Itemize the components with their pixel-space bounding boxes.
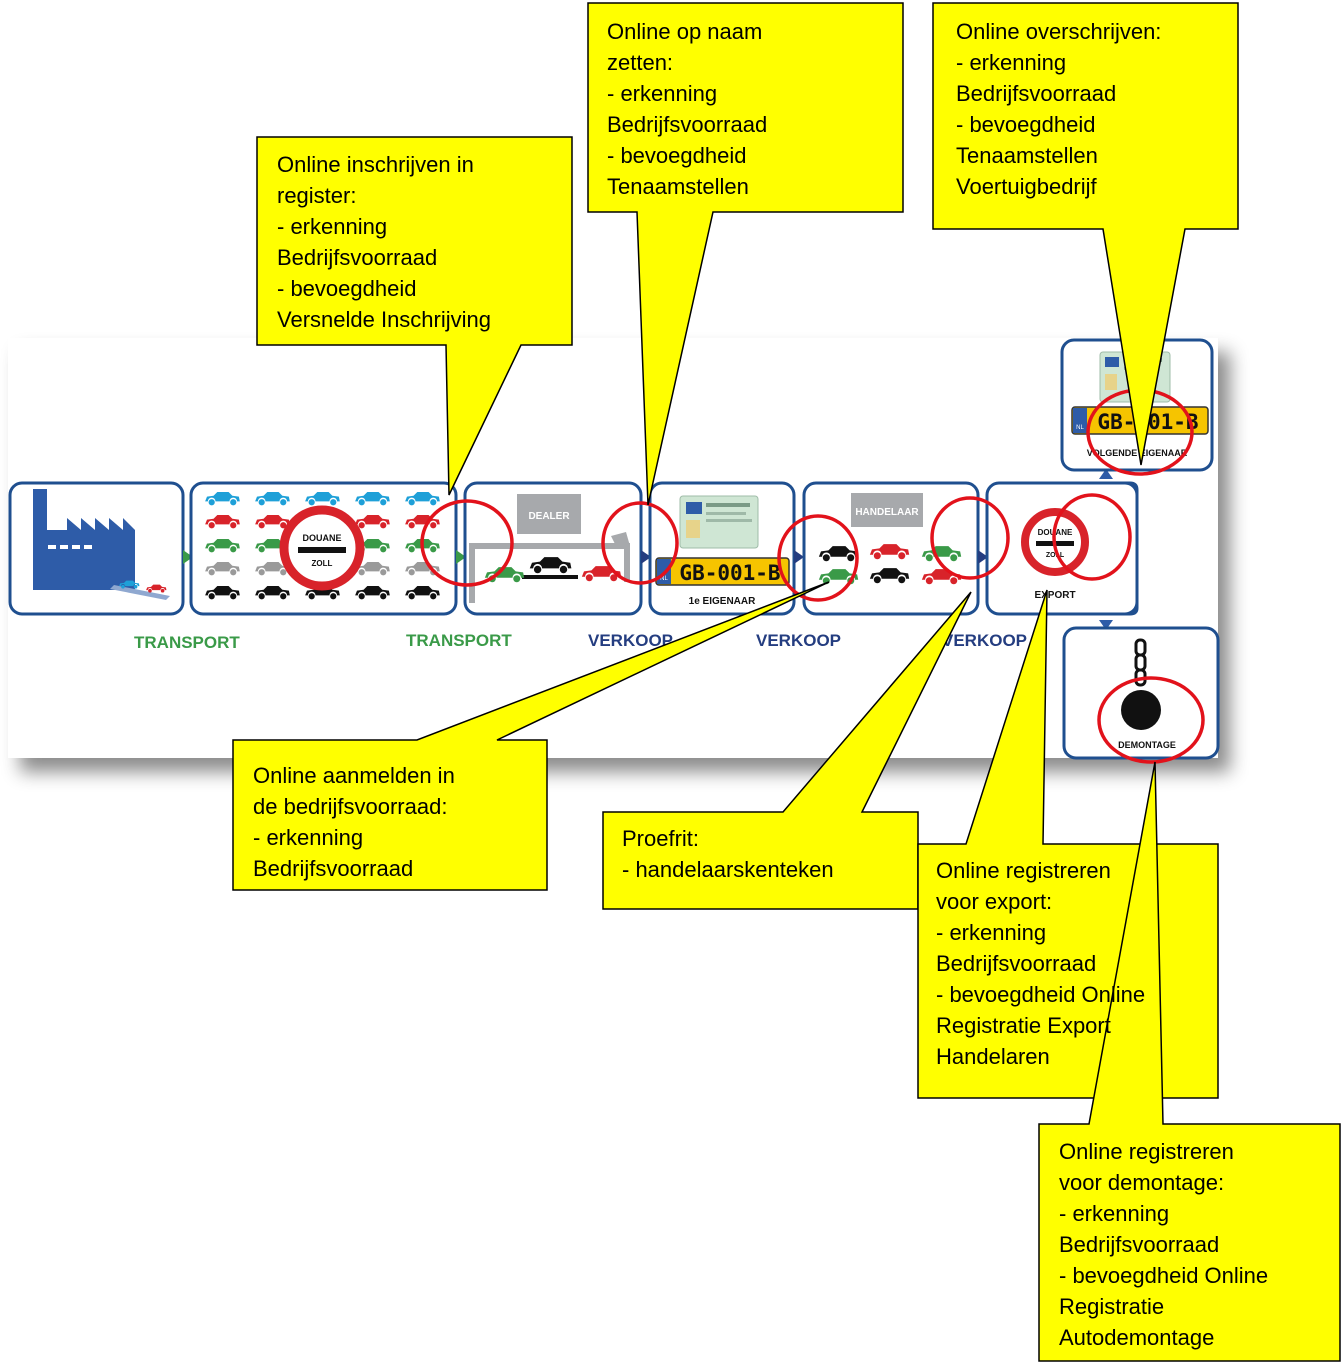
callout-text-overschrijven: Online overschrijven: - erkenning Bedrij… bbox=[956, 19, 1162, 199]
flow-label-transport-2: TRANSPORT bbox=[406, 631, 512, 650]
highlight-ring bbox=[930, 496, 1010, 580]
svg-text:NL: NL bbox=[1076, 425, 1084, 431]
callout-op-naam bbox=[587, 2, 904, 506]
first-owner-panel: NL GB-001-B 1e EIGENAAR bbox=[648, 481, 796, 616]
factory-panel bbox=[8, 481, 185, 616]
next-owner-label: VOLGENDE EIGENAAR bbox=[1087, 448, 1188, 458]
callout-text-proefrit: Proefrit: - handelaarskenteken bbox=[622, 826, 834, 882]
flow-label-transport-1: TRANSPORT bbox=[134, 633, 240, 652]
first-owner-label: 1e EIGENAAR bbox=[689, 596, 756, 607]
callout-text-demontage: Online registreren voor demontage: - erk… bbox=[1059, 1139, 1269, 1350]
dealer-label: DEALER bbox=[528, 511, 570, 522]
callout-demontage bbox=[1038, 761, 1341, 1362]
highlight-rings bbox=[420, 388, 1205, 764]
export-label: EXPORT bbox=[1034, 590, 1075, 601]
zoll-label: ZOLL bbox=[312, 559, 333, 568]
demontage-label: DEMONTAGE bbox=[1118, 740, 1176, 750]
douane-label: DOUANE bbox=[302, 533, 341, 543]
callouts bbox=[232, 2, 1341, 1362]
flow-label-verkoop-2: VERKOOP bbox=[756, 631, 841, 650]
callout-text-inschrijven: Online inschrijven in register: - erkenn… bbox=[277, 152, 492, 332]
callout-text-export: Online registreren voor export: - erkenn… bbox=[936, 858, 1146, 1069]
flow-label-verkoop-3: VERKOOP bbox=[942, 631, 1027, 650]
callout-proefrit bbox=[602, 591, 972, 910]
highlight-ring bbox=[1052, 493, 1132, 581]
callout-text-op-naam: Online op naam zetten: - erkenning Bedri… bbox=[607, 19, 768, 199]
svg-text:NL: NL bbox=[660, 576, 668, 582]
flow-label-verkoop-1: VERKOOP bbox=[588, 631, 673, 650]
callout-inschrijven bbox=[256, 136, 573, 496]
callout-aanmelden bbox=[232, 581, 830, 891]
trader-panel: HANDELAAR bbox=[802, 481, 980, 616]
license-plate-1: NL GB-001-B bbox=[655, 557, 790, 586]
dealer-panel: DEALER bbox=[463, 481, 643, 616]
callout-overschrijven bbox=[932, 2, 1239, 466]
demolition-panel: DEMONTAGE bbox=[1062, 626, 1220, 760]
plate-text: GB-001-B bbox=[679, 561, 780, 585]
customs-sign: DOUANE ZOLL bbox=[279, 505, 365, 591]
callout-text-aanmelden: Online aanmelden in de bedrijfsvoorraad:… bbox=[253, 763, 455, 881]
highlight-ring bbox=[1097, 676, 1205, 764]
highlight-ring bbox=[777, 514, 859, 602]
factory-icon bbox=[33, 489, 135, 590]
wrecking-ball-icon bbox=[1121, 690, 1161, 730]
import-cars-panel: DOUANE ZOLL bbox=[189, 481, 458, 616]
svg-text:ZOLL: ZOLL bbox=[1046, 552, 1065, 559]
handelaar-label: HANDELAAR bbox=[855, 507, 919, 518]
highlight-ring bbox=[601, 501, 679, 585]
highlight-ring bbox=[420, 499, 514, 587]
